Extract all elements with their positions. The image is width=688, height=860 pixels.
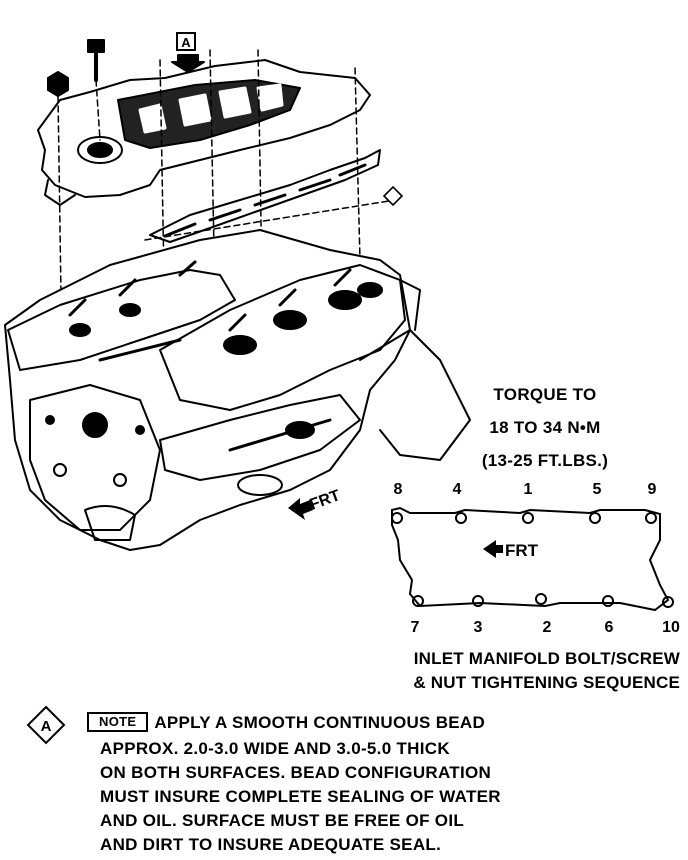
note-body: APPROX. 2.0-3.0 WIDE AND 3.0-5.0 THICK O… bbox=[100, 739, 501, 855]
torque-line-3: (13-25 FT.LBS.) bbox=[481, 451, 609, 470]
note-line-4: MUST INSURE COMPLETE SEALING OF WATER bbox=[100, 787, 501, 806]
note-badge: NOTE bbox=[87, 712, 149, 732]
bolt-hole-5 bbox=[589, 512, 601, 524]
note-line-5: AND OIL. SURFACE MUST BE FREE OF OIL bbox=[100, 811, 465, 830]
front-marker-label: FRT bbox=[308, 487, 343, 514]
arrow-down bbox=[171, 54, 205, 73]
sequence-number: 5 bbox=[592, 481, 602, 498]
sequence-number: 9 bbox=[647, 481, 657, 498]
bolt-hole-4 bbox=[455, 512, 467, 524]
sequence-front-arrow-icon bbox=[483, 540, 503, 558]
front-arrow-icon bbox=[288, 498, 313, 520]
bolt-hole-9 bbox=[645, 512, 657, 524]
sequence-front-label: FRT bbox=[505, 541, 539, 560]
sequence-number: 2 bbox=[542, 619, 552, 636]
note-diamond-letter: A bbox=[41, 718, 52, 735]
sequence-number: 8 bbox=[393, 481, 403, 498]
bolt-hole-3 bbox=[472, 595, 484, 607]
sequence-gasket-outline bbox=[391, 506, 670, 612]
torque-spec: TORQUE TO 18 TO 34 N•M (13-25 FT.LBS.) bbox=[470, 385, 620, 471]
sequence-number: 3 bbox=[473, 619, 483, 636]
callout-box-a bbox=[176, 32, 196, 51]
manifold-gasket bbox=[149, 149, 381, 243]
sequence-caption: INLET MANIFOLD BOLT/SCREW & NUT TIGHTENI… bbox=[340, 649, 680, 693]
bolt-hole-7 bbox=[412, 595, 424, 607]
torque-line-1: TORQUE TO bbox=[493, 385, 597, 404]
callout-letter-a: A bbox=[181, 35, 191, 50]
callout-diamond bbox=[382, 185, 404, 207]
bolt-hole-6 bbox=[602, 595, 614, 607]
note-line-2: APPROX. 2.0-3.0 WIDE AND 3.0-5.0 THICK bbox=[100, 739, 450, 758]
manifold-nut bbox=[47, 71, 69, 97]
bolt-hole-2 bbox=[535, 593, 547, 605]
sequence-caption-line-2: & NUT TIGHTENING SEQUENCE bbox=[413, 673, 680, 692]
bolt-hole-1 bbox=[522, 512, 534, 524]
bolt-hole-10 bbox=[662, 596, 674, 608]
sequence-number: 7 bbox=[410, 619, 420, 636]
note-diamond bbox=[26, 705, 66, 745]
engine-block bbox=[4, 229, 411, 551]
note-text-1: APPLY A SMOOTH CONTINUOUS BEAD bbox=[154, 713, 486, 732]
sequence-number: 4 bbox=[452, 481, 462, 498]
sequence-number: 6 bbox=[604, 619, 614, 636]
note-line-3: ON BOTH SURFACES. BEAD CONFIGURATION bbox=[100, 763, 492, 782]
bolt-hole-8 bbox=[391, 512, 403, 524]
note-line-1: NOTE APPLY A SMOOTH CONTINUOUS BEAD bbox=[87, 712, 485, 733]
note-line-6: AND DIRT TO INSURE ADEQUATE SEAL. bbox=[100, 835, 442, 854]
note-block: NOTE APPLY A SMOOTH CONTINUOUS BEAD bbox=[87, 712, 485, 733]
torque-line-2: 18 TO 34 N•M bbox=[489, 418, 601, 437]
sequence-caption-line-1: INLET MANIFOLD BOLT/SCREW bbox=[413, 649, 680, 668]
sequence-number: 1 bbox=[523, 481, 533, 498]
sequence-number: 10 bbox=[662, 619, 680, 636]
